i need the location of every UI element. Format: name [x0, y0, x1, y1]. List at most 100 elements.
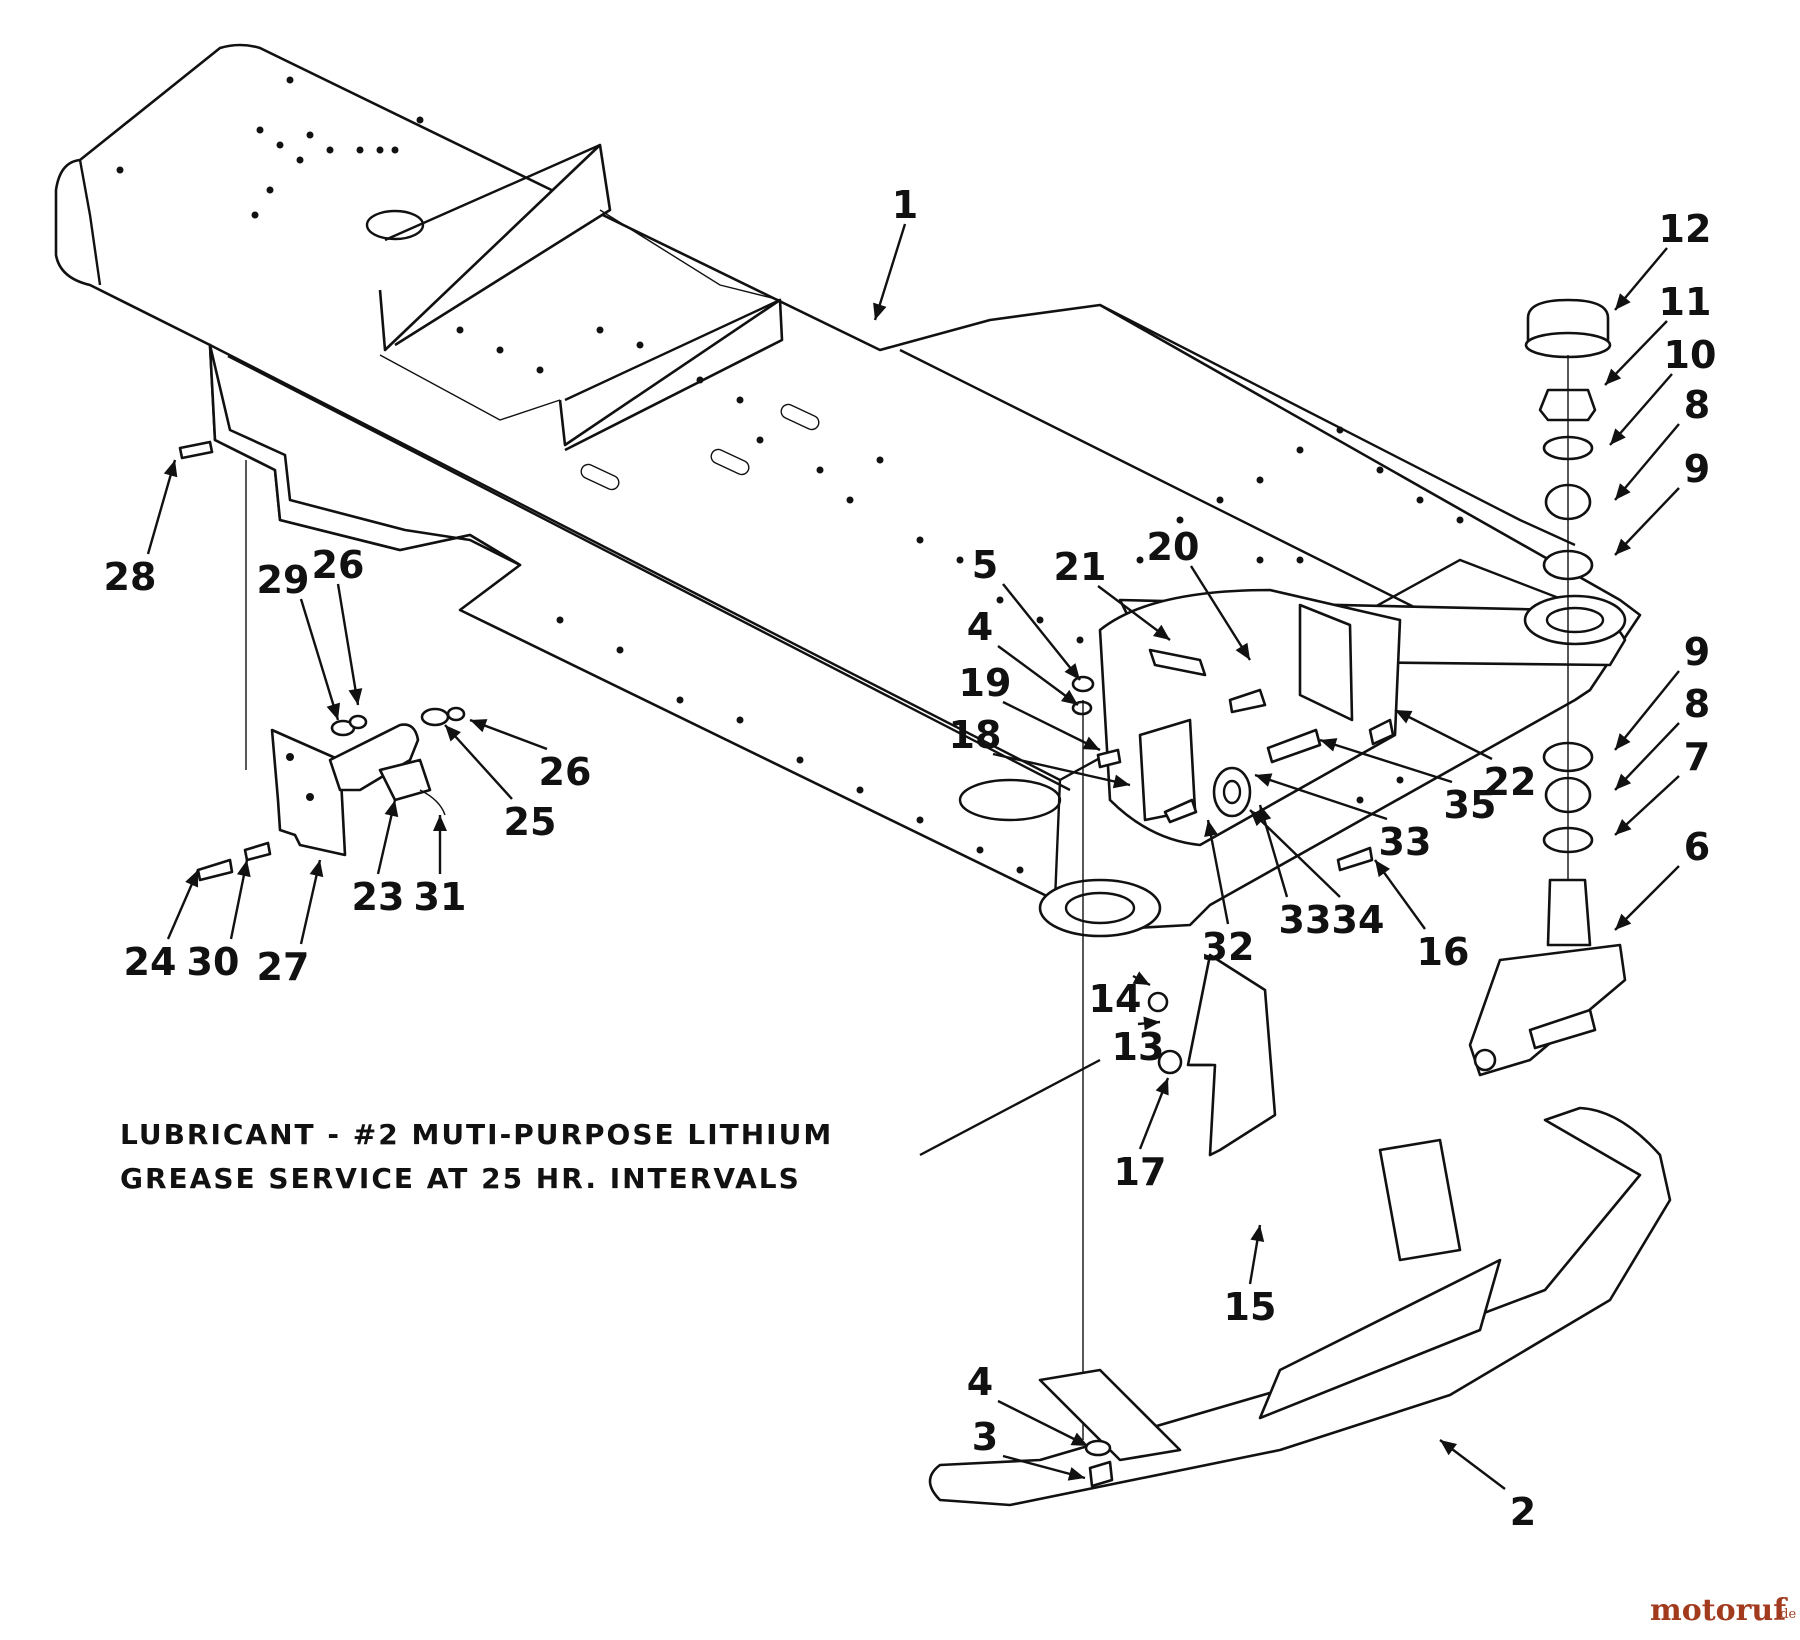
rivet-hole — [356, 146, 364, 154]
rivet-hole — [376, 146, 384, 154]
rivet-hole — [596, 326, 604, 334]
callout-16: 16 — [1374, 859, 1469, 974]
arrow-head — [1615, 293, 1631, 310]
callout-number: 11 — [1659, 280, 1712, 324]
rivet-hole — [1456, 516, 1464, 524]
arrow-head — [1395, 710, 1413, 724]
arrow-head — [1132, 971, 1150, 985]
rivet-hole — [1076, 636, 1084, 644]
callout-number: 23 — [352, 875, 405, 919]
arrow-head — [348, 688, 363, 705]
callout-1: 1 — [873, 183, 918, 321]
callout-number: 31 — [414, 875, 467, 919]
callout-7: 7 — [1614, 735, 1710, 836]
rivet-hole — [1336, 426, 1344, 434]
arrow-head — [1082, 736, 1100, 750]
callout-4: 4 — [967, 605, 1079, 706]
leader-line — [1319, 738, 1453, 784]
rivet-hole — [1356, 796, 1364, 804]
callout-12: 12 — [1614, 207, 1711, 311]
callout-number: 25 — [504, 800, 557, 844]
rivet-hole — [696, 376, 704, 384]
callout-number: 28 — [104, 555, 157, 599]
arrow-head — [1064, 663, 1080, 680]
pivot-assembly — [1071, 588, 1402, 1440]
nut-17 — [1157, 1049, 1183, 1075]
callout-30: 30 — [187, 859, 251, 984]
arrow-head — [1440, 1440, 1457, 1456]
arrow-head — [1060, 689, 1078, 705]
callout-number: 15 — [1224, 1285, 1277, 1329]
rivet-hole — [1036, 616, 1044, 624]
arrow-head — [326, 702, 341, 720]
callout-17: 17 — [1114, 1077, 1170, 1194]
leader-line — [1189, 565, 1252, 661]
rivet-hole — [416, 116, 424, 124]
note-line-2: GREASE SERVICE AT 25 HR. INTERVALS — [120, 1162, 801, 1195]
callout-number: 30 — [187, 940, 240, 984]
callout-number: 19 — [959, 661, 1012, 705]
callout-31: 31 — [414, 815, 467, 919]
arrow-head — [470, 719, 488, 733]
watermark-name: motoruf — [1650, 1593, 1788, 1628]
callout-34: 34 — [1249, 809, 1385, 942]
rivet-hole — [976, 846, 984, 854]
callout-19: 19 — [959, 661, 1101, 752]
leader-line — [992, 752, 1131, 787]
rivet-hole — [251, 211, 259, 219]
arrow-head — [1250, 810, 1267, 827]
leader-line — [146, 459, 177, 555]
rivet-hole — [916, 816, 924, 824]
front-bumper — [928, 1106, 1672, 1507]
arrow-head — [1143, 1016, 1160, 1031]
leader-line — [299, 598, 340, 721]
rivet-hole — [556, 616, 564, 624]
arrow-head — [1615, 483, 1631, 500]
callout-number: 2 — [1510, 1490, 1536, 1534]
callout-number: 22 — [1484, 760, 1537, 804]
rivet-hole — [1176, 516, 1184, 524]
arrow-head — [445, 725, 461, 742]
leader-line — [336, 583, 360, 706]
rivet-hole — [736, 716, 744, 724]
callout-24: 24 — [124, 869, 200, 984]
callout-32: 32 — [1202, 819, 1254, 969]
arrow-head — [1615, 913, 1632, 930]
rivet-hole — [1296, 446, 1304, 454]
arrow-head — [1070, 1432, 1088, 1446]
rivet-hole — [306, 131, 314, 139]
rivet-hole — [266, 186, 274, 194]
callout-number: 26 — [539, 750, 592, 794]
arrow-head — [1605, 368, 1622, 385]
spindle-stack — [1468, 298, 1627, 1077]
callout-10: 10 — [1609, 333, 1716, 446]
callout-number: 24 — [124, 940, 177, 984]
callout-25: 25 — [444, 724, 557, 844]
hinge-bracket-assembly — [178, 440, 466, 882]
callout-number: 29 — [257, 558, 310, 602]
arrow-head — [1615, 819, 1632, 835]
leader-line — [997, 645, 1079, 706]
callout-number: 4 — [967, 1360, 993, 1404]
rivet-hole — [956, 556, 964, 564]
rivet-hole — [116, 166, 124, 174]
callout-number: 17 — [1114, 1150, 1167, 1194]
rivet-hole — [1136, 556, 1144, 564]
rivet-hole — [856, 786, 864, 794]
rivet-hole — [1216, 496, 1224, 504]
callout-number: 34 — [1332, 898, 1385, 942]
rivet-hole — [456, 326, 464, 334]
rivet-hole — [276, 141, 284, 149]
leader-line — [997, 1399, 1089, 1448]
callout-number: 33 — [1279, 898, 1332, 942]
callout-number: 26 — [312, 543, 365, 587]
leader-line — [1614, 423, 1680, 501]
arrow-head — [1204, 820, 1218, 838]
rivet-hole — [796, 756, 804, 764]
callout-29: 29 — [257, 558, 341, 721]
callout-26: 26 — [312, 543, 365, 706]
watermark-tld: .de — [1776, 1607, 1796, 1622]
watermark-logo: motoruf .de — [1650, 1593, 1796, 1628]
